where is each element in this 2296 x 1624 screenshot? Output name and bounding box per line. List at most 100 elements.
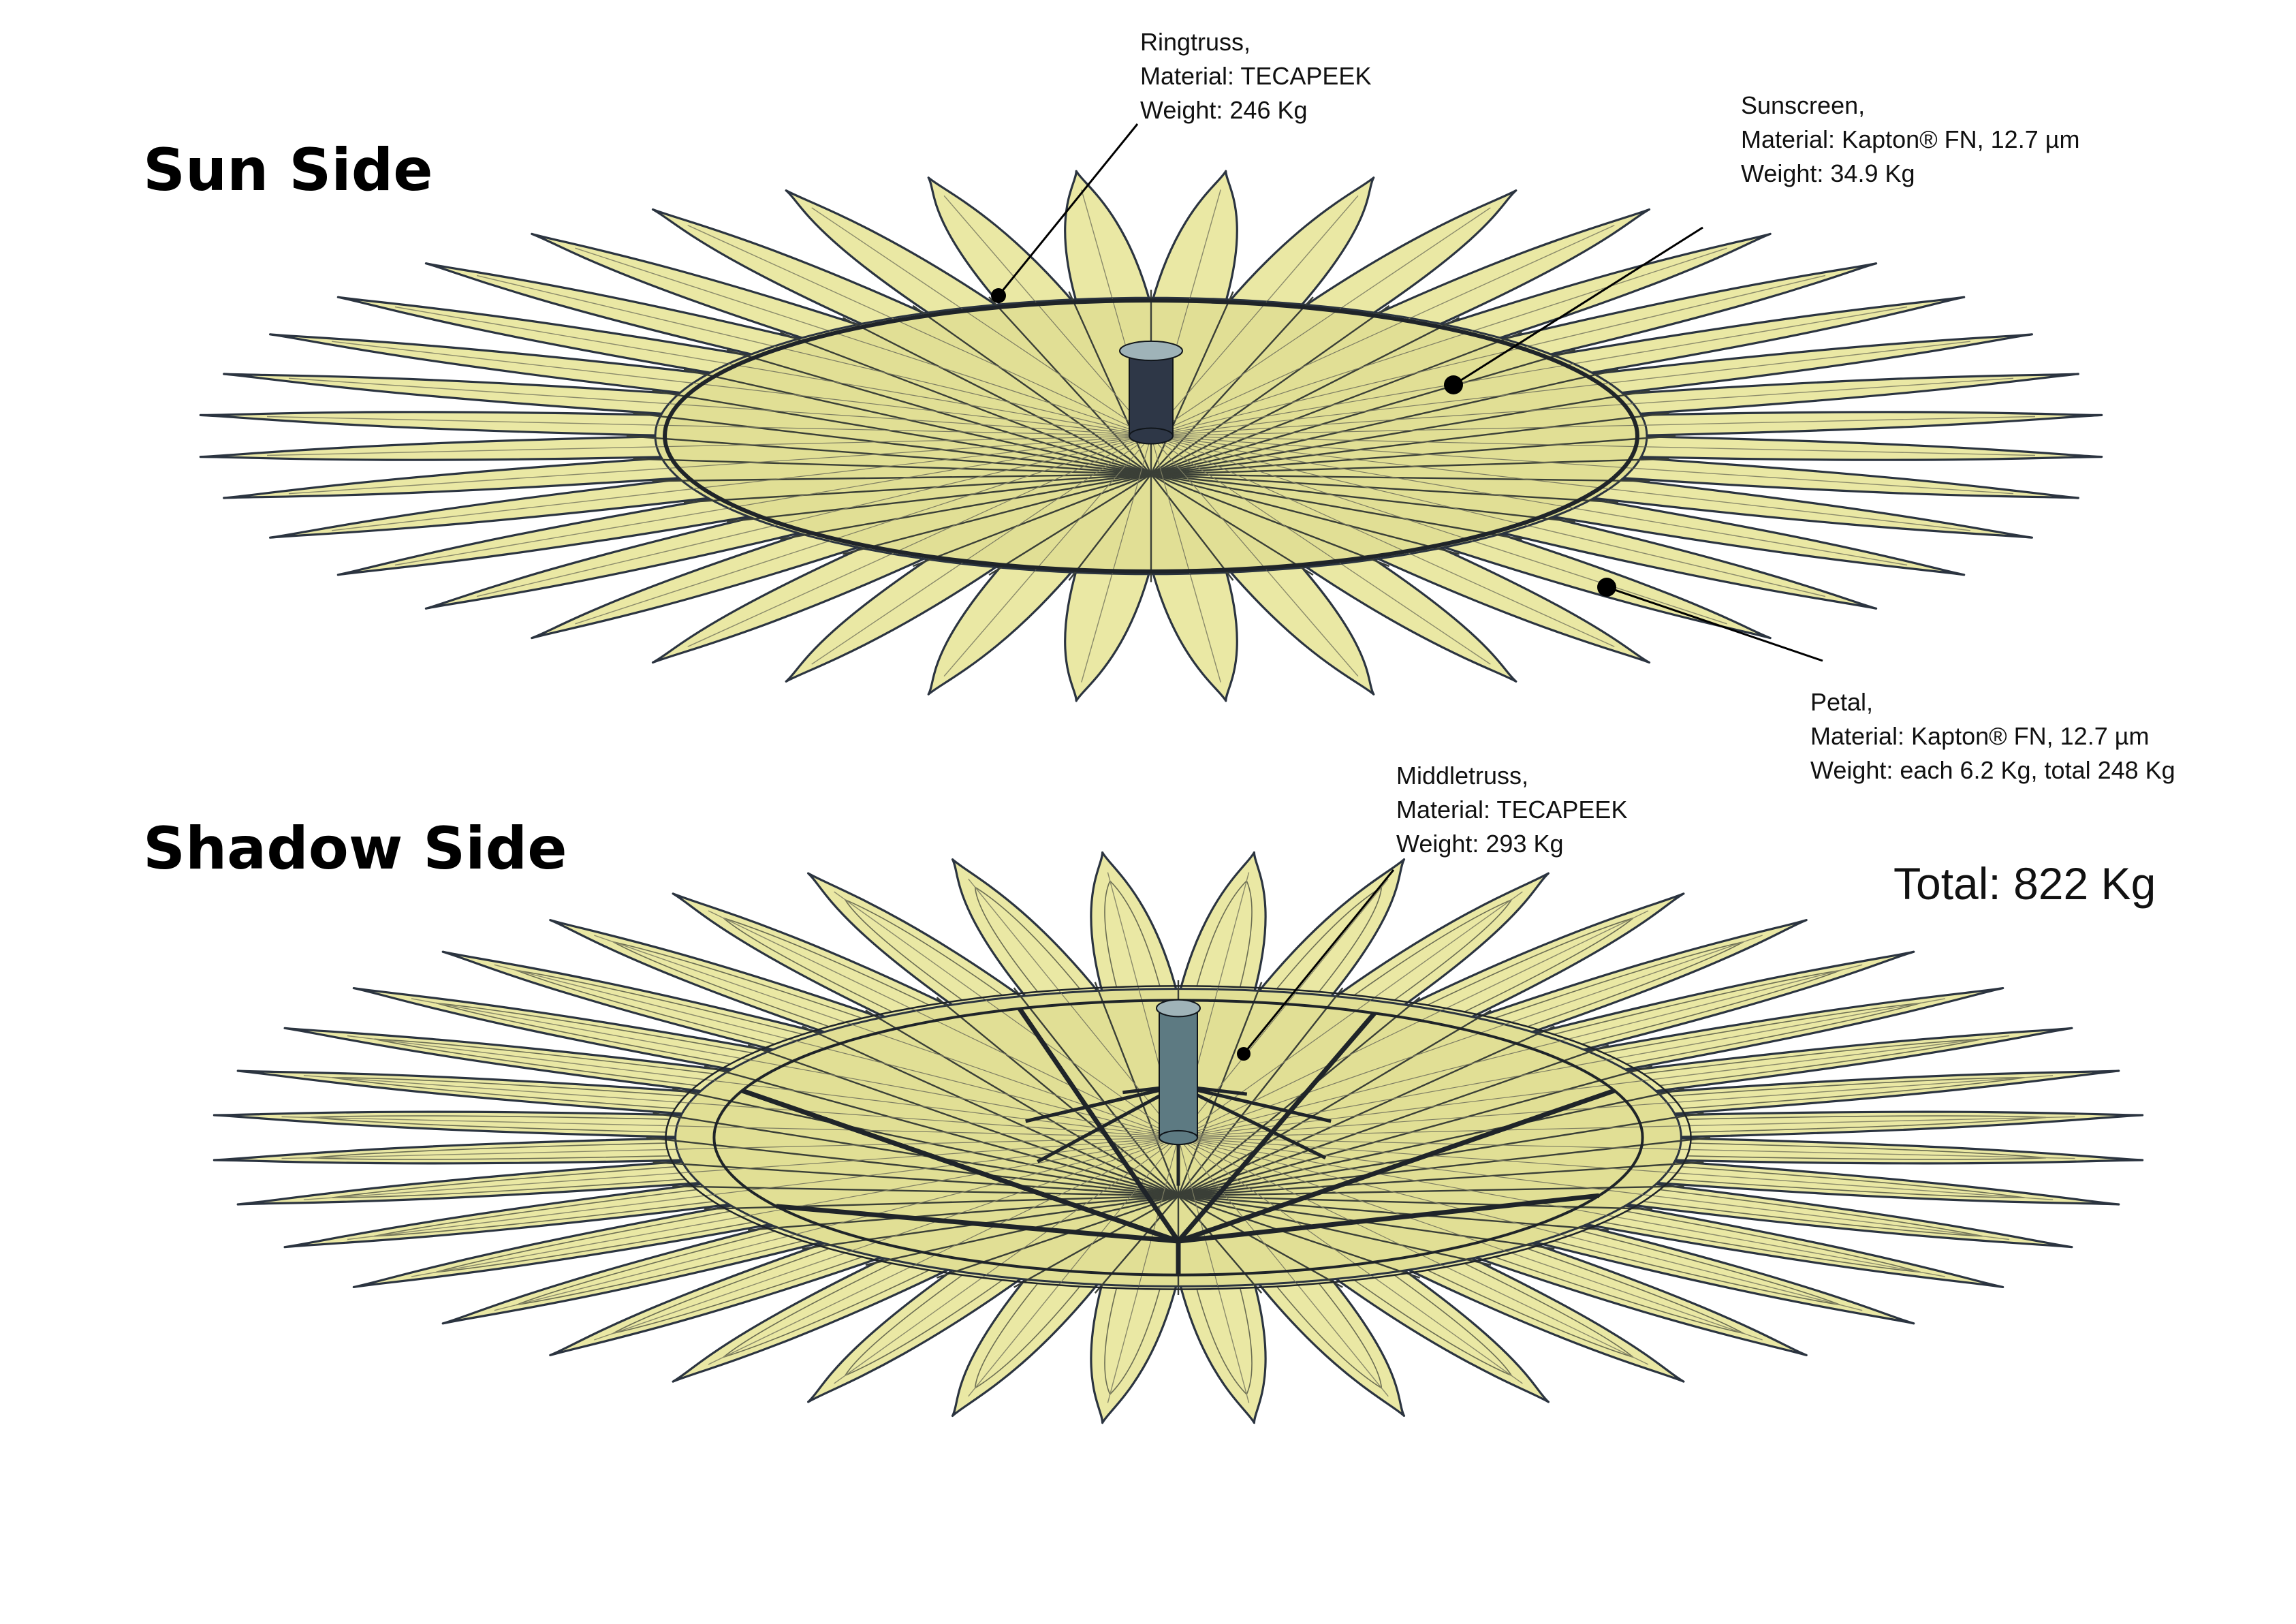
sun-hub-bottom	[1129, 427, 1174, 445]
diagonal-cord	[892, 317, 1152, 437]
spoke	[652, 390, 1152, 475]
petal	[1569, 987, 2004, 1074]
petal-midrib	[281, 1116, 697, 1127]
petal-midrib	[1261, 195, 1359, 307]
diagonal-cord	[1150, 363, 1574, 437]
spoke	[1150, 304, 1390, 475]
diagonal-cord	[915, 1137, 1179, 1265]
sun-spokes	[626, 290, 1676, 582]
spoke	[652, 473, 1152, 482]
petal	[1397, 1252, 1685, 1383]
diagonal-cord	[676, 1125, 1179, 1138]
middletruss-weight: Weight: 293 Kg	[1396, 830, 1564, 858]
spoke	[652, 1112, 1179, 1197]
diagonal-cord	[961, 435, 1152, 564]
petal-midrib	[1188, 189, 1221, 304]
spoke	[646, 1136, 1179, 1197]
petal	[1575, 475, 2033, 539]
diagonal-cord	[1178, 1137, 1680, 1150]
diagonal-cord	[1112, 435, 1152, 574]
middle-truss-brace	[1037, 1084, 1180, 1164]
sunscreen-material: Material: Kapton® FN, 12.7 µm	[1741, 125, 2080, 153]
spoke	[1150, 458, 1669, 475]
diagonal-cord	[669, 435, 1152, 469]
petal	[1569, 1202, 2004, 1288]
petal-midrib	[1333, 207, 1491, 314]
spoke	[672, 1185, 1179, 1197]
diagonal-cord	[1150, 435, 1191, 574]
spoke	[1150, 369, 1619, 475]
middle-truss-strut	[1176, 1012, 1377, 1243]
petal-midrib	[834, 1269, 994, 1384]
spoke	[1178, 1010, 1492, 1197]
spoke	[652, 1161, 1179, 1197]
diagonal-cord	[1178, 1137, 1218, 1286]
diagonal-cord	[1150, 345, 1528, 437]
spoke	[633, 458, 1152, 475]
petal-midrib	[1216, 872, 1250, 995]
petal-midrib	[411, 998, 766, 1063]
spoke	[1150, 473, 1390, 567]
petal	[531, 232, 872, 343]
diagonal-cord	[689, 1102, 1179, 1138]
spoke	[1150, 390, 1650, 475]
petal-midrib	[1545, 964, 1863, 1046]
petal-weight: Weight: each 6.2 Kg, total 248 Kg	[1810, 756, 2175, 784]
petal	[1462, 919, 1808, 1037]
diagonal-cord	[961, 308, 1152, 437]
petal-midrib	[1624, 1191, 2010, 1240]
petal	[1090, 851, 1179, 998]
petal	[441, 1221, 837, 1325]
diagonal-cord	[676, 1137, 1179, 1150]
diagonal-cord	[713, 1137, 1179, 1196]
petal	[1225, 176, 1375, 311]
shadow-side-heading: Shadow Side	[143, 815, 567, 883]
petal-midrib	[1492, 935, 1763, 1029]
petal-midrib	[1591, 486, 1970, 531]
spoke	[1178, 1161, 1704, 1197]
petal	[1536, 495, 1966, 576]
shadow-side-view	[213, 851, 2144, 1424]
diagonal-cord	[657, 435, 1152, 448]
shadow-outer-ring	[665, 985, 1692, 1290]
petal	[785, 189, 1005, 319]
spoke	[843, 473, 1152, 555]
petal-midrib	[1363, 891, 1523, 1006]
middle-truss-strut	[1178, 1193, 1600, 1244]
spoke	[726, 349, 1152, 475]
petal-midrib	[394, 306, 745, 367]
ringtruss-leader	[997, 123, 1139, 296]
petal	[1367, 208, 1651, 330]
spoke	[683, 369, 1152, 475]
ringtruss-material: Material: TECAPEEK	[1140, 62, 1372, 90]
petal	[352, 987, 788, 1074]
petal-midrib	[1291, 878, 1389, 999]
petal-midrib	[1614, 466, 2014, 495]
petal	[651, 208, 935, 330]
petal-midrib	[1513, 275, 1826, 351]
diagonal-cord	[892, 435, 1152, 555]
diagonal-cord	[1150, 435, 1411, 555]
diagonal-cord	[669, 403, 1152, 437]
diagonal-cord	[1178, 1059, 1607, 1138]
petal-midrib	[1400, 225, 1615, 324]
petal-midrib	[708, 1259, 926, 1365]
diagonal-cord	[1178, 999, 1371, 1138]
petal	[1150, 170, 1238, 306]
middle-truss-strut	[776, 1204, 1179, 1244]
diagonal-cord	[1178, 1040, 1561, 1138]
diagonal-cord	[851, 1137, 1179, 1251]
middletruss-material: Material: TECAPEEK	[1396, 796, 1628, 824]
ringtruss-callout: Ringtruss, Material: TECAPEEK Weight: 24…	[1140, 25, 1371, 127]
diagonal-cord	[1178, 1080, 1644, 1138]
petal-midrib	[411, 1212, 766, 1277]
spoke	[1068, 473, 1152, 581]
diagonal-cord	[1150, 435, 1341, 564]
diagonal-cord	[728, 435, 1152, 509]
petal-midrib	[1591, 341, 1970, 386]
spoke	[1150, 473, 1650, 482]
petal-midrib	[1081, 568, 1114, 683]
petal-midrib	[1333, 558, 1491, 665]
spoke	[1178, 1136, 1711, 1197]
spoke	[726, 473, 1152, 523]
